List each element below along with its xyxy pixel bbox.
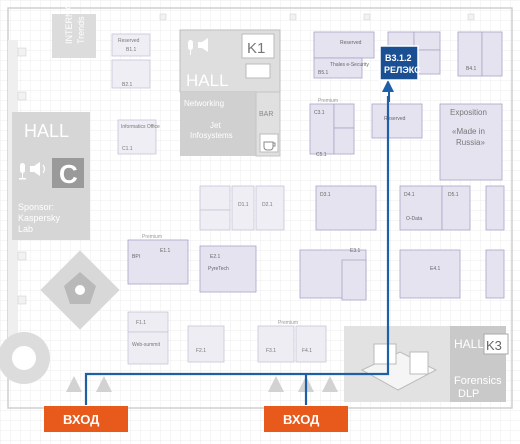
speaker-icon [30,162,46,176]
hall-c-sponsor1: Sponsor: [18,202,54,212]
exhibition-stand-icon [360,343,438,391]
svg-text:D2.1: D2.1 [262,202,273,208]
booth-group-bottom[interactable] [127,311,327,365]
svg-text:D4.1: D4.1 [404,192,415,198]
corner-stand [0,332,50,384]
route-path-left [84,96,390,405]
hall-k3-title: HALL [454,337,484,351]
svg-text:Reserved: Reserved [118,38,140,44]
hall-k3-block[interactable]: HALL K3 Forensics DLP [344,326,509,402]
premium-labels: Premium Premium Premium [142,98,338,326]
hall-k1-title: HALL [186,71,229,90]
booth-group-left[interactable] [111,33,285,231]
svg-text:F1.1: F1.1 [136,320,146,326]
svg-text:Informatics Office: Informatics Office [121,124,160,130]
svg-text:D3.1: D3.1 [320,192,331,198]
hall-k1-block[interactable]: K1 HALL [179,29,281,93]
highlight-booth-name: РЕЛЭКС [384,65,421,75]
hall-c-sponsor2: Kaspersky [18,213,61,223]
hall-c-block[interactable]: HALL C Sponsor: Kaspersky Lab [12,112,90,240]
svg-text:O-Data: O-Data [406,216,422,222]
svg-text:D5.1: D5.1 [448,192,459,198]
internat-line2: Trends [76,16,86,44]
entrance-arrows [66,376,338,392]
internat-block[interactable]: INTERNAT Trends [52,0,96,58]
svg-text:PyreTech: PyreTech [208,266,229,272]
svg-text:B2.1: B2.1 [122,82,133,88]
highlight-booth-code: B3.1.2 [385,53,412,63]
networking-label: Networking [184,99,224,108]
svg-text:B4.1: B4.1 [466,66,477,72]
booth-labels-middle: D3.1 D4.1 D5.1 O-Data E1.1 E2.1 E3.1 E4.… [132,192,459,272]
hall-c-code-box [52,158,84,188]
hall-k3-line2: DLP [458,388,479,400]
entrance-left-label: ВХОД [63,412,100,427]
route-arrow-icon [382,80,394,92]
svg-text:F2.1: F2.1 [196,348,206,354]
svg-text:E1.1: E1.1 [160,248,171,254]
hall-k3-code: K3 [486,338,502,353]
networking-block[interactable]: Networking Jet Infosystems [180,92,256,156]
route-path-top [388,84,390,102]
entrance-left[interactable]: ВХОД [44,406,128,432]
booth-labels-top: Reserved Thales e-Security B5.1 B4.1 C3.… [314,40,477,158]
microphone-icon [19,163,26,180]
hall-k1-code: K1 [247,40,265,57]
hall-c-title: HALL [24,121,69,141]
svg-text:Thales e-Security: Thales e-Security [330,62,369,68]
bar-label: BAR [259,111,273,118]
svg-text:C1.1: C1.1 [122,146,133,152]
svg-text:F3.1: F3.1 [266,348,276,354]
svg-text:Premium: Premium [142,234,162,240]
entrance-right[interactable]: ВХОД [264,406,348,432]
svg-text:BPI: BPI [132,254,140,260]
svg-text:F4.1: F4.1 [302,348,312,354]
svg-text:E2.1: E2.1 [210,254,221,260]
internat-line1: INTERNAT [64,0,74,44]
exposition-line2: «Made in [452,127,485,136]
svg-text:C3.1: C3.1 [314,110,325,116]
svg-text:B5.1: B5.1 [318,70,329,76]
svg-text:Premium: Premium [278,320,298,326]
hall-c-code: C [59,159,78,189]
round-stand[interactable] [40,250,120,330]
booth-labels-left: Reserved B1.1 B2.1 Informatics Office C1… [118,38,273,208]
svg-text:B1.1: B1.1 [126,47,137,53]
entrance-right-label: ВХОД [283,412,320,427]
exposition-line1: Exposition [450,108,487,117]
coffee-icon [263,141,276,151]
highlight-booth[interactable]: B3.1.2 РЕЛЭКС [379,45,421,81]
hall-k1-code-box [241,33,275,59]
svg-text:Web-summit: Web-summit [132,342,161,348]
speaker-icon [198,38,208,52]
jet-line1: Jet [210,121,221,130]
microphone-icon [188,40,193,55]
jet-line2: Infosystems [190,131,233,140]
svg-text:E3.1: E3.1 [350,248,361,254]
exposition-line3: Russia» [456,138,485,147]
svg-text:Reserved: Reserved [384,116,406,122]
exposition-block[interactable]: Exposition «Made in Russia» [450,108,487,147]
pillars [17,13,475,305]
hall-k3-line1: Forensics [454,375,502,387]
booth-group-middle[interactable] [127,185,505,301]
svg-text:Reserved: Reserved [340,40,362,46]
svg-text:D1.1: D1.1 [238,202,249,208]
svg-text:C5.1: C5.1 [316,152,327,158]
hall-c-sponsor3: Lab [18,224,33,234]
hall-k3-code-box [483,333,509,355]
bar-block[interactable]: BAR [255,91,281,157]
svg-text:E4.1: E4.1 [430,266,441,272]
stage-icon [245,63,271,79]
booth-labels-bottom: F1.1 Web-summit F2.1 F3.1 F4.1 [132,320,312,354]
svg-text:Premium: Premium [318,98,338,104]
